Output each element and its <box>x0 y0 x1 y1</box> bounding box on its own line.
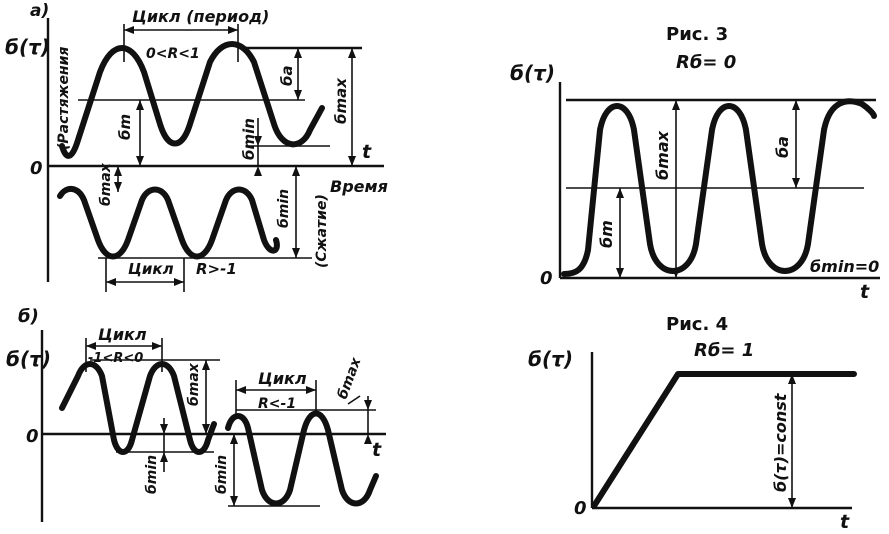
fig-b-smax2-label: бmax <box>335 355 365 402</box>
fig3-r-label: Rб= 0 <box>676 52 736 73</box>
arrowhead <box>230 496 238 506</box>
arrowhead <box>292 166 300 176</box>
arrowhead <box>254 136 262 146</box>
arrowhead <box>160 452 168 462</box>
fig3-sa-label: ба <box>773 136 792 158</box>
fig3-t-label: t <box>860 281 870 303</box>
fig-a-zero: 0 <box>30 158 43 179</box>
arrowhead <box>136 156 144 166</box>
arrowhead <box>236 386 246 394</box>
fig-b-smin2-label: бmin <box>214 455 230 494</box>
fig-a-time-label: Время <box>330 177 388 196</box>
arrowhead <box>294 48 302 58</box>
arrowhead <box>124 26 134 34</box>
fig-a-smin2-label: бmin <box>276 189 292 228</box>
fig-b-cycle2-label: Цикл <box>258 369 307 388</box>
fig-a-y-axis-label: б(τ) <box>5 35 50 59</box>
arrowhead <box>202 360 210 370</box>
arrowhead <box>106 278 116 286</box>
arrowhead <box>292 248 300 258</box>
fig-a-range-bottom-label: R>-1 <box>196 260 237 278</box>
arrowhead <box>616 188 624 198</box>
figure-a: а) б(τ) 0 t Время Цикл (период) 0<R<1 ба… <box>5 1 388 292</box>
arrowhead <box>672 100 680 110</box>
fig3-curve <box>561 98 877 277</box>
arrowhead <box>792 100 800 110</box>
fig3-title: Рис. 3 <box>666 24 728 45</box>
arrowhead <box>114 166 122 176</box>
arrowhead <box>86 342 96 350</box>
fig-a-sa-label: ба <box>278 65 296 86</box>
arrowhead <box>114 182 122 192</box>
fig-a-tension-curve <box>59 41 325 159</box>
fig-b-range1-label: -1<R<0 <box>88 351 143 366</box>
arrowhead <box>792 178 800 188</box>
fig3-sm-label: бm <box>597 220 616 248</box>
arrowhead <box>152 342 162 350</box>
fig-b-label: б) <box>18 306 39 327</box>
fig-a-compression-curve <box>57 186 280 260</box>
arrowhead <box>230 434 238 444</box>
fig-a-label: а) <box>30 1 49 21</box>
fig3-smax-label: бmax <box>653 130 672 180</box>
fig-a-tension-label: (Растяжения <box>56 47 72 150</box>
fig-b-y-axis-label: б(τ) <box>6 347 51 371</box>
fig3-smin-label: бmin=0 <box>810 257 879 276</box>
arrowhead <box>294 90 302 100</box>
arrowhead <box>348 48 356 58</box>
fig4-curve <box>591 371 857 509</box>
arrowhead <box>174 278 184 286</box>
fig-a-sm-label: бm <box>116 114 134 140</box>
arrowhead <box>364 434 372 444</box>
fig-a-range-top-label: 0<R<1 <box>146 46 200 62</box>
fig3-y-axis-label: б(τ) <box>510 61 555 85</box>
figure-b: б) б(τ) 0 t Цикл -1<R<0 бmax бmin <box>6 306 386 522</box>
figure-4: Рис. 4 Rб= 1 б(τ) 0 t б(τ)=const <box>528 314 857 533</box>
fig-b-smin1-label: бmin <box>144 455 160 494</box>
fig-a-compression-label: (Сжатие) <box>314 194 330 268</box>
arrowhead <box>348 156 356 166</box>
fig-b-curve-2 <box>225 410 379 507</box>
fig4-y-axis-label: б(τ) <box>528 347 573 371</box>
arrowhead <box>202 424 210 434</box>
fig-a-t-label: t <box>362 141 372 163</box>
fig4-const-label: б(τ)=const <box>771 392 790 492</box>
fig-b-t-label: t <box>372 439 382 461</box>
fig-b-cycle1-label: Цикл <box>98 325 147 344</box>
fig-a-cycle-bottom-label: Цикл <box>128 260 174 278</box>
fig-a-smax-label: бmax <box>332 77 350 124</box>
arrowhead <box>616 268 624 278</box>
fig-b-smax2-leader <box>347 395 361 405</box>
fig-b-range2-label: R<-1 <box>258 396 296 412</box>
arrowhead <box>364 400 372 410</box>
fig-b-smax1-label: бmax <box>186 362 202 406</box>
fig4-title: Рис. 4 <box>666 314 728 335</box>
arrowhead <box>306 386 316 394</box>
fig-a-smin-label: бmin <box>240 118 258 160</box>
arrowhead <box>254 166 262 176</box>
figure-3: Рис. 3 Rб= 0 б(τ) 0 t ба бmax бm бmin=0 <box>510 24 880 303</box>
arrowhead <box>672 268 680 278</box>
fig4-t-label: t <box>840 511 850 533</box>
fig-b-zero: 0 <box>26 426 39 447</box>
arrowhead <box>228 26 238 34</box>
arrowhead <box>788 374 796 384</box>
fig-a-smax2-label: бmax <box>98 162 114 206</box>
fig-b-curve-1 <box>59 361 217 455</box>
fig4-zero: 0 <box>574 498 587 519</box>
arrowhead <box>788 498 796 508</box>
arrowhead <box>136 100 144 110</box>
fig3-zero: 0 <box>540 268 553 289</box>
fig-a-cycle-top-label: Цикл (период) <box>132 7 269 26</box>
fig4-r-label: Rб= 1 <box>694 340 754 361</box>
arrowhead <box>160 424 168 434</box>
